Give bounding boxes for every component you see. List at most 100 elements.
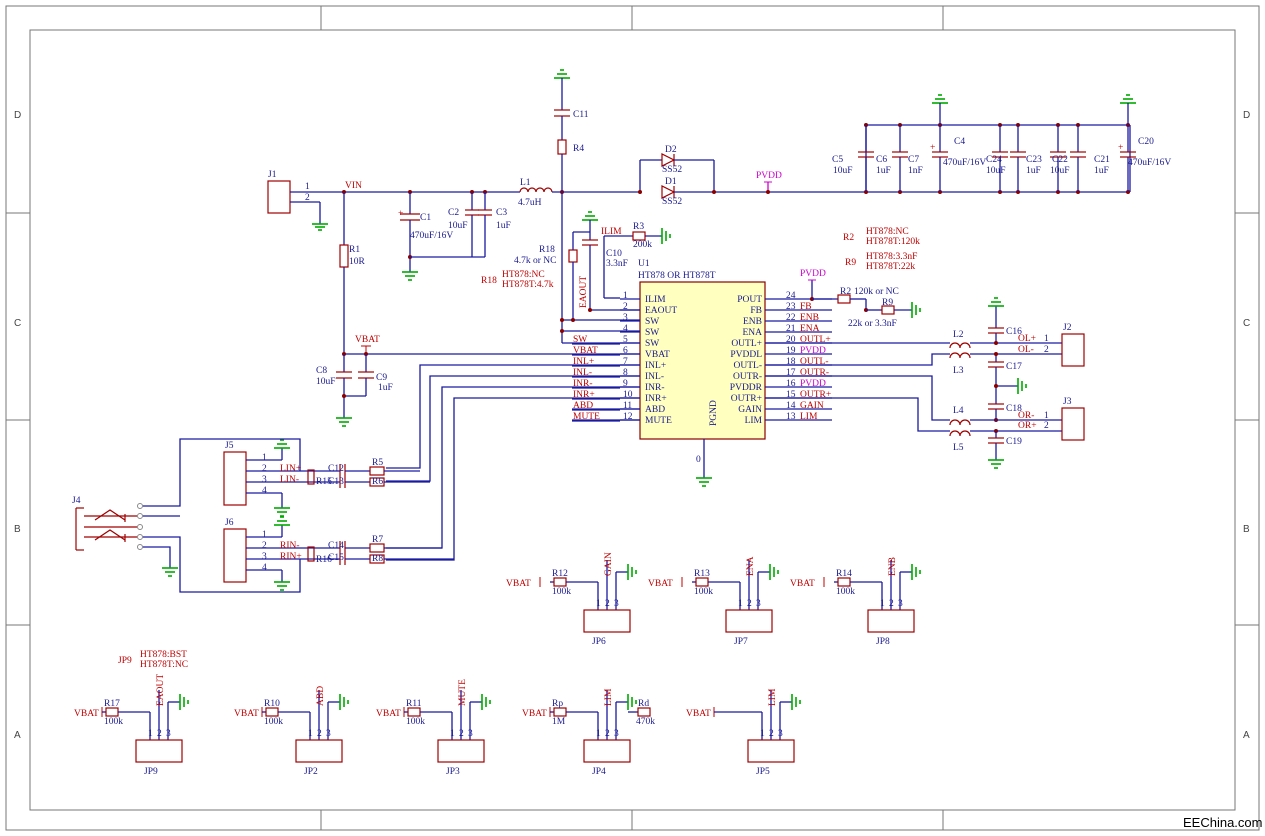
- svg-text:C13: C13: [328, 477, 344, 487]
- row-label-b: B: [14, 524, 21, 535]
- svg-text:SW: SW: [645, 328, 659, 338]
- svg-text:MUTE: MUTE: [573, 412, 600, 422]
- svg-text:C7: C7: [908, 155, 919, 165]
- u1-ic: U1 HT878 OR HT878T PGND 0: [638, 259, 766, 487]
- svg-text:5: 5: [623, 335, 628, 345]
- bank-cap: +: [930, 123, 948, 194]
- j5-connector: [223, 451, 247, 506]
- svg-text:2: 2: [605, 729, 610, 739]
- svg-text:1: 1: [1044, 411, 1049, 421]
- svg-text:R13: R13: [694, 569, 710, 579]
- svg-text:ILIM: ILIM: [645, 295, 666, 305]
- svg-text:EAOUT: EAOUT: [645, 306, 677, 316]
- svg-text:PVDD: PVDD: [800, 379, 826, 389]
- svg-text:R9: R9: [845, 258, 856, 268]
- row-label-d: D: [14, 110, 21, 121]
- svg-text:3: 3: [262, 475, 267, 485]
- svg-text:ENB: ENB: [888, 557, 898, 576]
- svg-text:VBAT: VBAT: [376, 709, 401, 719]
- svg-text:C14: C14: [328, 541, 344, 551]
- frame: D C B A D C B A: [5, 5, 1260, 831]
- svg-text:GAIN: GAIN: [800, 401, 824, 411]
- svg-text:PGND: PGND: [709, 400, 719, 426]
- svg-text:16: 16: [786, 379, 796, 389]
- row-label-d-right: D: [1243, 110, 1250, 121]
- svg-text:1: 1: [880, 599, 885, 609]
- svg-text:INR+: INR+: [573, 390, 595, 400]
- svg-text:20: 20: [786, 335, 796, 345]
- svg-text:PVDDL: PVDDL: [730, 350, 762, 360]
- svg-text:VBAT: VBAT: [645, 350, 670, 360]
- svg-text:2: 2: [623, 302, 628, 312]
- svg-text:INR+: INR+: [645, 394, 667, 404]
- svg-text:11: 11: [623, 401, 632, 411]
- svg-text:1: 1: [623, 291, 628, 301]
- svg-text:RIN+: RIN+: [280, 552, 302, 562]
- svg-text:R6: R6: [372, 477, 383, 487]
- svg-text:1: 1: [262, 530, 267, 540]
- svg-text:100k: 100k: [104, 717, 123, 727]
- j1-connector: [267, 180, 291, 214]
- row-label-a: A: [14, 730, 21, 741]
- svg-text:3: 3: [166, 729, 171, 739]
- svg-text:R5: R5: [372, 458, 383, 468]
- svg-text:10uF: 10uF: [1050, 166, 1070, 176]
- svg-text:1uF: 1uF: [1026, 166, 1041, 176]
- svg-text:GAIN: GAIN: [604, 552, 614, 576]
- svg-text:1M: 1M: [552, 717, 566, 727]
- svg-text:OUTR+: OUTR+: [731, 394, 762, 404]
- svg-text:+: +: [930, 143, 935, 153]
- svg-text:VBAT: VBAT: [573, 346, 598, 356]
- svg-text:LIN-: LIN-: [280, 475, 299, 485]
- svg-text:C20: C20: [1138, 137, 1154, 147]
- svg-text:R2: R2: [843, 233, 854, 243]
- jp9-note: JP9 HT878:BST HT878T:NC: [118, 650, 188, 670]
- svg-text:JP8: JP8: [876, 637, 890, 647]
- svg-text:C22: C22: [1052, 155, 1068, 165]
- svg-text:3: 3: [468, 729, 473, 739]
- svg-text:10uF: 10uF: [833, 166, 853, 176]
- svg-text:1uF: 1uF: [1094, 166, 1109, 176]
- svg-text:JP9: JP9: [144, 767, 158, 777]
- bank-cap: [1070, 123, 1086, 194]
- svg-text:D2: D2: [665, 145, 677, 155]
- svg-text:GAIN: GAIN: [738, 405, 762, 415]
- svg-text:C23: C23: [1026, 155, 1042, 165]
- svg-text:1: 1: [308, 729, 313, 739]
- speaker-outputs: L2 L3 J2 OL+ OL- 1 2 C16 C17 C18 L4: [765, 297, 1085, 469]
- svg-text:2: 2: [1044, 345, 1049, 355]
- svg-text:3: 3: [623, 313, 628, 323]
- svg-text:8: 8: [623, 368, 628, 378]
- svg-text:3: 3: [898, 599, 903, 609]
- svg-text:4: 4: [262, 563, 267, 573]
- r4-resistor: [557, 139, 567, 155]
- svg-text:R1: R1: [349, 245, 360, 255]
- svg-text:VBAT: VBAT: [648, 579, 673, 589]
- svg-text:1: 1: [596, 729, 601, 739]
- svg-text:C11: C11: [573, 110, 589, 120]
- svg-text:EAOUT: EAOUT: [156, 674, 166, 706]
- input-routing: [386, 364, 640, 561]
- svg-text:19: 19: [786, 346, 796, 356]
- svg-text:1: 1: [596, 599, 601, 609]
- svg-text:C16: C16: [1006, 327, 1022, 337]
- svg-text:J1: J1: [268, 170, 277, 180]
- svg-text:INL+: INL+: [645, 361, 666, 371]
- svg-text:2: 2: [262, 541, 267, 551]
- svg-text:ABD: ABD: [573, 401, 593, 411]
- svg-text:HT878T:4.7k: HT878T:4.7k: [502, 280, 554, 290]
- svg-text:200k: 200k: [633, 240, 652, 250]
- svg-text:3.3nF: 3.3nF: [606, 259, 628, 269]
- svg-text:3: 3: [756, 599, 761, 609]
- svg-text:4.7uH: 4.7uH: [518, 198, 542, 208]
- svg-text:C2: C2: [448, 208, 459, 218]
- svg-text:R15: R15: [316, 477, 332, 487]
- svg-text:C17: C17: [1006, 362, 1022, 372]
